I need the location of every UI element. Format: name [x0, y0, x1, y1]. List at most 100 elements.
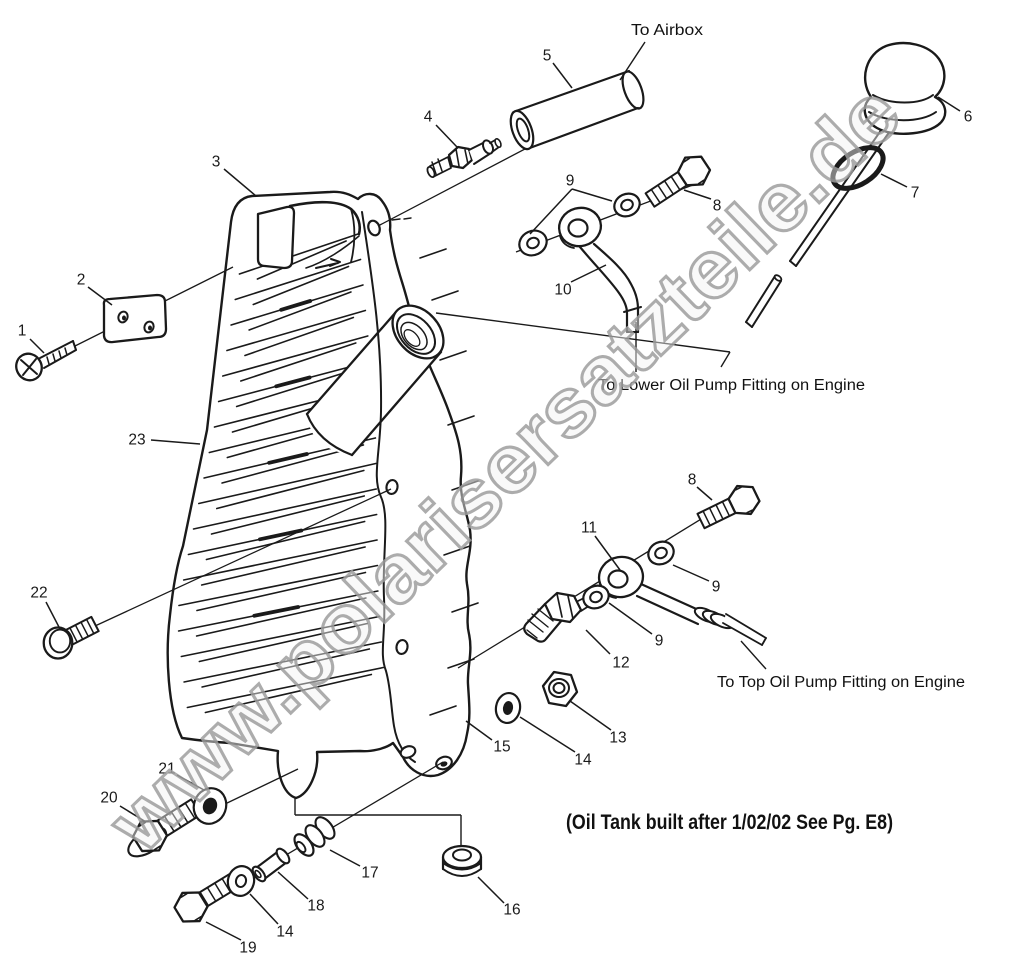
part-number-label: 7 — [911, 185, 920, 202]
tank-handle-hole — [256, 205, 296, 270]
oil-tank-body — [166, 190, 479, 800]
part-number-label: 3 — [212, 154, 221, 171]
leader-line — [937, 96, 961, 112]
vent-hose-5 — [509, 69, 645, 151]
tank-flange-hole-lower — [395, 638, 409, 656]
part-number-label: 20 — [100, 790, 118, 807]
annotation-pointer-lines — [294, 41, 767, 846]
leader-line — [150, 439, 201, 445]
part-number-label: 4 — [424, 109, 433, 126]
part-number-label: 9 — [712, 579, 721, 596]
leader-line — [176, 774, 205, 791]
leader-line — [529, 188, 573, 235]
leader-line — [465, 720, 493, 741]
nut-13 — [541, 670, 579, 708]
banjo-hose-11 — [597, 555, 767, 646]
o-ring-7 — [830, 145, 886, 191]
bracket-2 — [102, 293, 168, 344]
part-number-label: 8 — [688, 472, 697, 489]
part-number-label: 5 — [543, 48, 552, 65]
washer-9b — [518, 229, 548, 257]
pointer-line — [435, 312, 731, 353]
part-number-label: 23 — [128, 432, 145, 449]
annotation-to_airbox: To Airbox — [631, 22, 703, 39]
tank-side-shading — [419, 248, 479, 716]
leader-line — [672, 564, 710, 582]
axis-line — [94, 488, 392, 627]
spacer-18 — [251, 847, 291, 883]
pointer-line — [720, 351, 731, 368]
leader-line — [45, 601, 61, 630]
pointer-line — [740, 640, 767, 670]
leader-line — [696, 486, 713, 501]
vent-fitting-4 — [426, 137, 502, 179]
leader-line — [594, 535, 621, 571]
washer-9a — [613, 192, 641, 218]
callout-leader-lines — [29, 62, 961, 941]
annotation-to_lower_pump: To Lower Oil Pump Fitting on Engine — [598, 377, 865, 394]
screw-1 — [15, 340, 77, 382]
annotations: To Airbox To Lower Oil Pump Fitting on En… — [566, 22, 965, 834]
part-number-label: 22 — [30, 585, 47, 602]
part-number-label: 12 — [612, 655, 629, 672]
bolt-8-lower — [696, 484, 761, 530]
dipstick-cap-6 — [863, 41, 947, 135]
leader-line — [477, 876, 505, 904]
leader-line — [435, 124, 458, 148]
part-number-label: 2 — [77, 272, 86, 289]
part-number-label: 11 — [581, 520, 597, 537]
banjo-hose-10 — [557, 206, 642, 334]
phillips-cross — [20, 358, 38, 376]
tank-filler-neck — [305, 304, 445, 457]
leader-line — [571, 188, 613, 202]
leader-line — [552, 62, 573, 89]
part-number-label: 8 — [713, 198, 722, 215]
callout-numbers: 1234567891081199121314151617181419202122… — [18, 48, 973, 957]
washer-9c — [647, 540, 675, 566]
part-number-label: 15 — [493, 739, 510, 756]
part-number-label: 21 — [158, 761, 175, 778]
leader-line — [570, 264, 607, 283]
part-number-label: 19 — [239, 940, 256, 957]
leader-line — [205, 921, 242, 941]
bolt-22 — [42, 615, 100, 660]
leader-line — [519, 716, 576, 753]
tank-face-seam — [361, 211, 416, 763]
leader-line — [683, 189, 712, 200]
leader-line — [569, 700, 612, 731]
leader-line — [880, 173, 908, 188]
leader-line — [29, 338, 45, 354]
leader-line — [119, 805, 147, 823]
part-number-label: 18 — [307, 898, 324, 915]
part-number-label: 10 — [554, 282, 572, 299]
part-number-label: 14 — [276, 924, 294, 941]
leader-line — [585, 629, 611, 655]
part-number-label: 13 — [609, 730, 626, 747]
annotation-to_top_pump: To Top Oil Pump Fitting on Engine — [717, 674, 965, 691]
annotation-build_note: (Oil Tank built after 1/02/02 See Pg. E8… — [566, 811, 893, 834]
part-number-label: 16 — [503, 902, 520, 919]
washer-14-mid — [494, 691, 522, 725]
washer-9d — [582, 584, 610, 610]
washer-14-lower — [226, 865, 256, 897]
leader-line — [329, 849, 361, 867]
parts — [15, 41, 947, 923]
leader-line — [223, 168, 257, 197]
leader-line — [87, 286, 113, 306]
bushing-17 — [293, 816, 336, 857]
part-number-label: 17 — [361, 865, 378, 882]
grommet-16 — [441, 844, 483, 877]
leader-line — [277, 871, 309, 900]
part-number-label: 6 — [964, 109, 973, 126]
tank-foot-hole-left — [399, 745, 417, 759]
part-number-label: 14 — [574, 752, 592, 769]
washer-21 — [192, 787, 228, 825]
leader-line — [608, 602, 653, 635]
pointer-line — [619, 41, 646, 81]
bolt-8-upper — [644, 155, 712, 208]
molded-arrow — [315, 258, 341, 269]
part-number-label: 9 — [655, 633, 664, 650]
part-number-label: 9 — [566, 173, 575, 190]
